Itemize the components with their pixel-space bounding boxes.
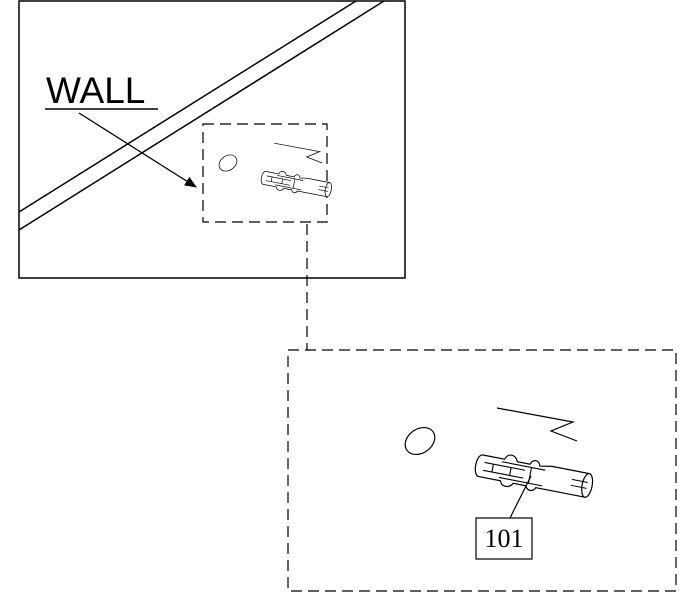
wall-panel [18, 0, 406, 279]
detail-box-small [202, 123, 328, 223]
part-number-callout: 101 [475, 517, 533, 560]
anchor-large [399, 407, 596, 504]
part-leader [509, 475, 532, 519]
wall-leader-arrow [78, 112, 197, 188]
wall-label-text: WALL [46, 70, 145, 111]
part-number-text: 101 [485, 524, 524, 553]
wall-label: WALL [45, 70, 158, 111]
anchor-small [215, 142, 334, 201]
detail-box-large [287, 349, 677, 592]
